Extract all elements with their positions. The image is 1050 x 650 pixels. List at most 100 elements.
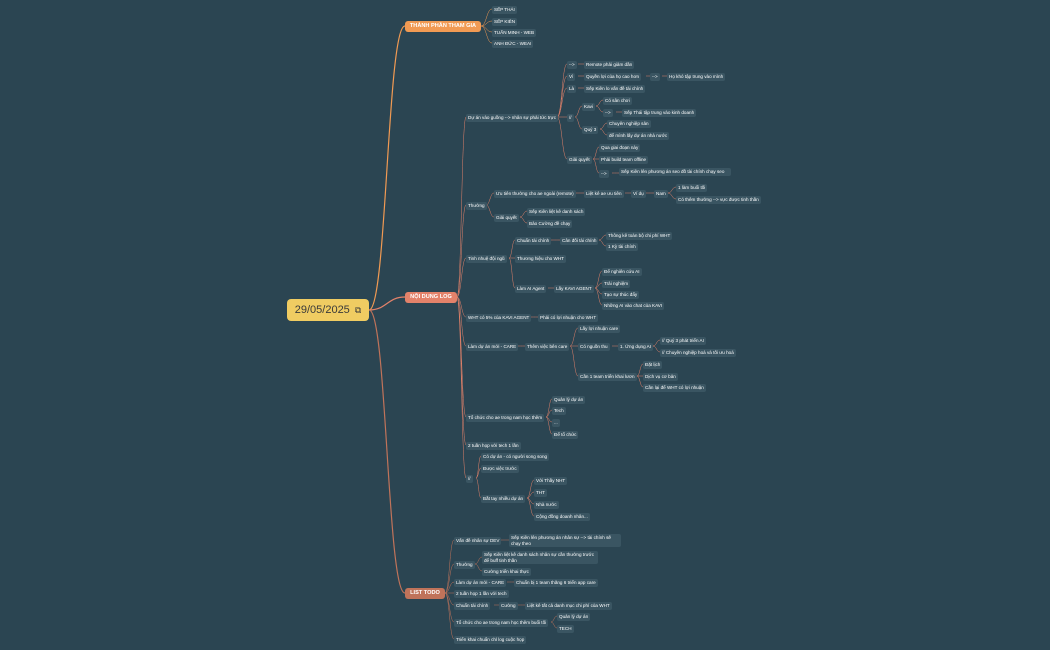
topic-node: Thương hiệu cho WHT (515, 255, 566, 263)
topic-node: Với Thầy NHT (534, 477, 568, 485)
connector-line (556, 63, 568, 118)
topic-node: Những AI vào chat của KAVI (602, 302, 665, 310)
topic-node: Lấy lợi nhuận care (578, 325, 620, 333)
topic-node: Giải quyết (494, 214, 519, 222)
topic-node: Có sân chơi (603, 97, 632, 105)
connector-line (368, 309, 406, 594)
arrow-node: --> (567, 61, 577, 69)
topic-node: Tech (552, 407, 566, 415)
connector-line (485, 204, 495, 218)
topic-node: Sếp Kiên lo vấn đề tài chính (584, 85, 646, 93)
topic-node: Quý 3 (582, 126, 599, 134)
topic-node: Cộng đồng doanh nhân... (534, 513, 590, 521)
topic-node[interactable]: 2 tuần họp với tech 1 lần (466, 442, 521, 450)
topic-node[interactable]: Thưởng (466, 202, 487, 210)
connector-line (556, 116, 568, 160)
topic-node[interactable]: WHT có 5% của KAVI AGENT (466, 314, 532, 322)
topic-node: Để tổ chức (552, 431, 579, 439)
todo-item[interactable]: Thưởng (454, 561, 475, 569)
todo-item[interactable]: Vấn đề nhân sự DEV (454, 537, 502, 545)
topic-node: Sếp Kiên liệt kê danh sách (527, 208, 586, 216)
topic-node[interactable]: Tinh nhuệ đội ngũ (466, 255, 507, 263)
connector-line (444, 581, 455, 594)
branch-list-todo[interactable]: LIST TODO (405, 588, 445, 599)
topic-node: Nhà nước (534, 501, 559, 509)
branch-participants[interactable]: THÀNH PHẦN THAM GIA (405, 21, 481, 32)
connector-line (636, 375, 644, 388)
todo-item[interactable]: Chuẩn tài chính (454, 602, 491, 610)
topic-node: Sếp Thái tập trung vào kinh doanh (622, 109, 697, 117)
topic-node[interactable]: Dự án vào guồng --> nhân sự phải tức trự… (466, 114, 559, 122)
topic-node: // Chuyên nghiệp hoá và tối ưu hoá (660, 349, 736, 357)
topic-node: 1 làm buổi tối (676, 184, 708, 192)
topic-node: Có thêm thưởng --> vực được tinh thần (676, 196, 761, 204)
connector-line (667, 192, 677, 200)
topic-node: Thông kê toàn bộ chi phí WHT (606, 232, 673, 240)
arrow-node: --> (650, 73, 660, 81)
connector-line (569, 327, 579, 347)
connector-line (444, 592, 455, 640)
topic-node: Là (567, 85, 577, 93)
connector-line (475, 467, 482, 479)
connector-line (456, 296, 467, 418)
todo-subitem: Cường triển khai thực (482, 568, 531, 576)
connector-line (526, 497, 535, 517)
topic-node: Bảo Cường đề chạy (527, 220, 573, 228)
topic-node: Làm AI Agent (515, 285, 547, 293)
root-node[interactable]: 29/05/2025⧉ (287, 299, 369, 321)
connector-line (599, 122, 608, 130)
topic-node: Cân đối tài chính (560, 237, 599, 245)
topic-node: // (567, 114, 574, 122)
topic-node[interactable]: // (466, 475, 473, 483)
topic-node: Bắt tay nhiều dự án (481, 495, 526, 503)
todo-subitem: TECH (557, 625, 574, 633)
topic-node: Quản lý dự án (552, 396, 586, 404)
connector-line (592, 158, 600, 174)
topic-node: THT (534, 489, 547, 497)
topic-node: Thêm việc bên care (525, 343, 570, 351)
topic-node: Tạo sự thúc đẩy (602, 291, 640, 299)
connector-line (368, 296, 406, 311)
branch-content-log[interactable]: NỘI DUNG LOG (405, 292, 457, 303)
connector-line (545, 416, 553, 435)
connector-line (574, 105, 583, 118)
connector-line (475, 455, 482, 479)
connector-line (599, 128, 608, 136)
connector-line (519, 210, 528, 218)
connector-line (594, 282, 603, 289)
todo-item[interactable]: Tổ chức cho ae trong nam học thêm buổi t… (454, 619, 549, 627)
connector-line (519, 216, 528, 224)
connector-line (368, 25, 406, 311)
connector-line (594, 270, 603, 289)
topic-node: Giải quyết (567, 156, 592, 164)
topic-node: Qua giai đoạn này (599, 144, 641, 152)
topic-node: để mình lấy dự án nhà nước (607, 132, 670, 140)
topic-node: Sếp Kiên lên phương án seo đồ tài chính … (619, 168, 731, 176)
connector-line (545, 409, 553, 418)
connector-line (526, 479, 535, 499)
connector-line (667, 186, 677, 194)
arrow-node: --> (599, 170, 609, 178)
topic-node[interactable]: Làm dự án mới - CARE (466, 343, 519, 351)
connector-line (456, 296, 467, 318)
topic-node: Có dự án - có người song song (481, 453, 550, 461)
connector-line (556, 87, 568, 118)
arrow-node: --> (603, 109, 613, 117)
topic-node: Chuẩn tài chính (515, 237, 552, 245)
connector-line (569, 345, 579, 377)
topic-node: Vì (567, 73, 576, 81)
connector-line (595, 105, 604, 113)
topic-node: Cần lại để WHT có lợi nhuận (643, 384, 706, 392)
todo-item[interactable]: 2 tuần họp 1 lần với tech (454, 590, 509, 598)
connector-line (636, 363, 644, 377)
todo-item[interactable]: Làm dự án mới - CARE (454, 579, 507, 587)
topic-node: Lấy KAVI AGENT (554, 285, 594, 293)
notes-icon: ⧉ (354, 304, 362, 315)
todo-subitem: Sếp Kiên liệt kê danh sách nhân sự cần t… (482, 551, 598, 564)
topic-node: Cần 1 team triển khai lươn (578, 373, 637, 381)
connector-line (485, 192, 495, 206)
topic-node: Phải có lợi nhuận cho WHT (538, 314, 599, 322)
todo-item[interactable]: Triển khai chuẩn chỉ log cuộc họp (454, 636, 527, 644)
topic-node[interactable]: Tổ chức cho ae trong nam học thêm (466, 414, 545, 422)
connector-line (474, 556, 483, 565)
